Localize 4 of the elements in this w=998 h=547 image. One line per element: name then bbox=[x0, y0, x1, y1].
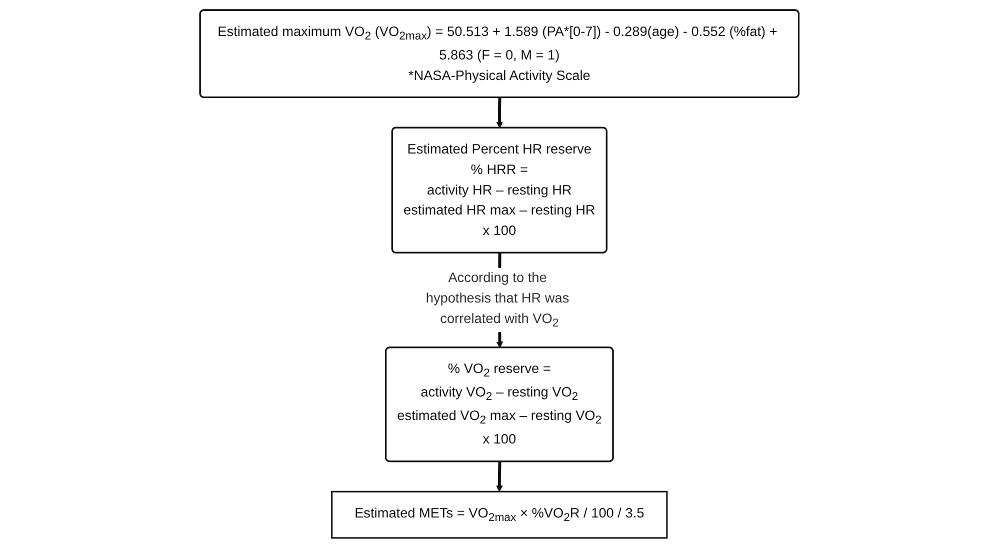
edge-label: According to the hypothesis that HR was correlated with VO$_{2}$ bbox=[425, 270, 569, 330]
arrow bbox=[496, 97, 503, 128]
arrow bbox=[496, 461, 502, 492]
node-box: Estimated METs = VO$_{2max}$ × %VO$_{2}$R / 100 / 3.5 bbox=[330, 490, 668, 538]
